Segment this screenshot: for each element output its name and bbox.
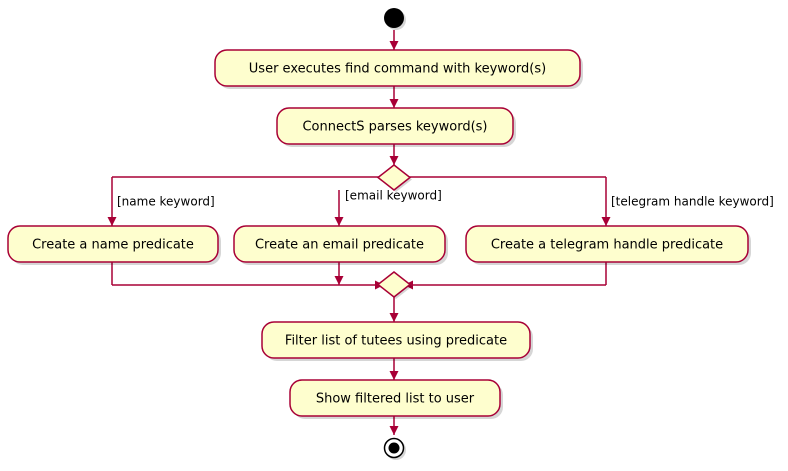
merge-diamond [376, 271, 412, 299]
guard-label-email: [email keyword] [345, 189, 442, 203]
activity-node-email-predicate: Create an email predicate [233, 225, 448, 265]
merge-diamond-shape [376, 271, 412, 298]
branch-name-label: Create a name predicate [32, 238, 194, 253]
activity-node-show-filtered-list: Show filtered list to user [289, 379, 503, 419]
branch-email-label: Create an email predicate [255, 238, 424, 253]
activity-2-label: ConnectS parses keyword(s) [302, 120, 487, 135]
activity-1-label: User executes find command with keyword(… [249, 62, 546, 77]
activity-node-connects-parses: ConnectS parses keyword(s) [276, 107, 516, 147]
activity-node-telegram-predicate: Create a telegram handle predicate [465, 225, 751, 265]
activity-3-label: Filter list of tutees using predicate [285, 334, 507, 349]
activity-node-user-executes-find: User executes find command with keyword(… [214, 49, 583, 89]
guard-label-telegram: [telegram handle keyword] [611, 195, 774, 209]
decision-diamond [376, 164, 412, 192]
end-node [383, 437, 406, 460]
activity-node-filter-list: Filter list of tutees using predicate [261, 321, 533, 361]
start-dot-icon [384, 8, 404, 28]
activity-4-label: Show filtered list to user [316, 392, 475, 407]
decision-diamond-shape [376, 164, 412, 191]
flow-connectors [107, 30, 611, 435]
end-dot-icon [388, 442, 400, 454]
branch-telegram-label: Create a telegram handle predicate [491, 238, 723, 253]
guard-label-name: [name keyword] [117, 195, 215, 209]
start-node [384, 8, 406, 30]
activity-node-name-predicate: Create a name predicate [7, 225, 221, 265]
